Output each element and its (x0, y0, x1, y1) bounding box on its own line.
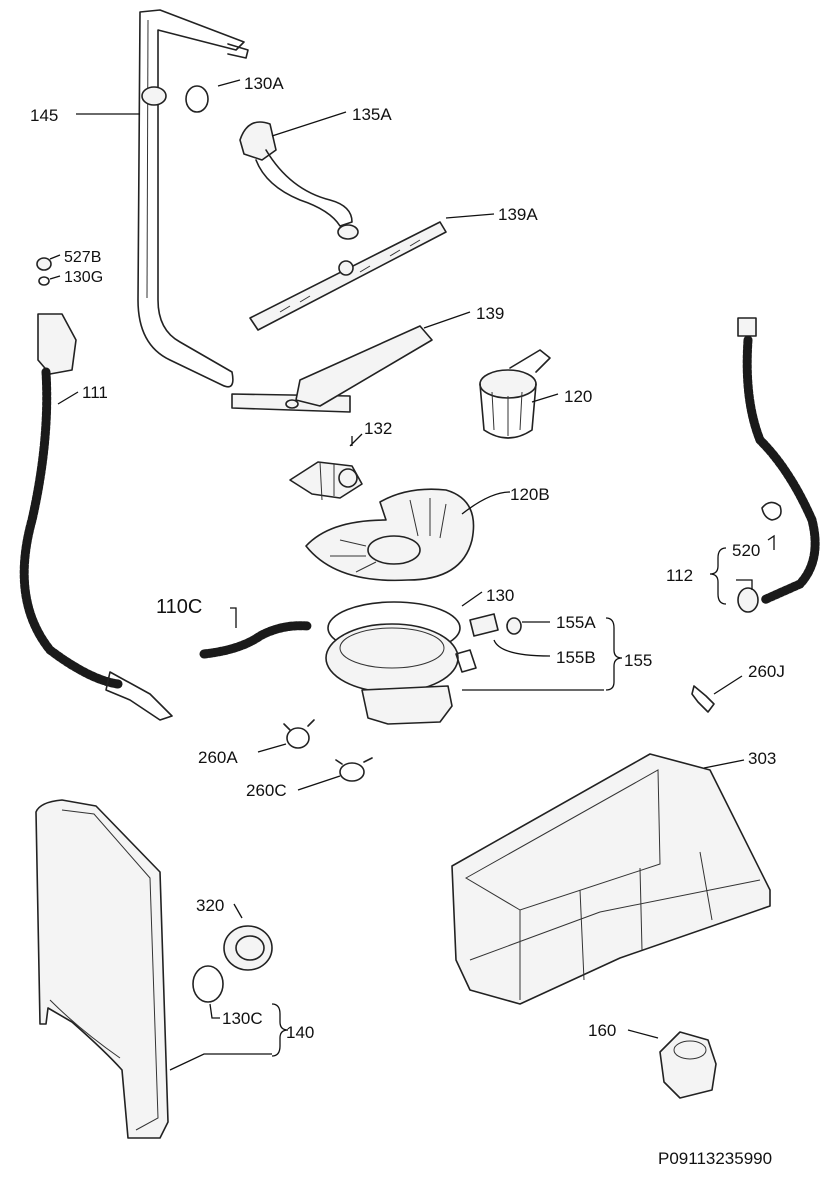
part-527B-130G-cap (36, 257, 52, 286)
label-120B: 120B (510, 485, 550, 504)
part-520-clamp (761, 501, 782, 521)
part-260J-clamp (691, 685, 715, 713)
part-130C-o-ring (192, 965, 224, 1003)
label-111: 111 (82, 383, 108, 402)
part-130A-o-ring (185, 85, 209, 113)
label-155A: 155A (556, 613, 596, 632)
label-320: 320 (196, 896, 224, 915)
label-120: 120 (564, 387, 592, 406)
label-132: 132 (364, 419, 392, 438)
part-160-pump (659, 1031, 717, 1099)
label-303: 303 (748, 749, 776, 768)
part-303-base (451, 753, 771, 1005)
label-155: 155 (624, 651, 652, 670)
label-135A: 135A (352, 105, 392, 124)
label-139: 139 (476, 304, 504, 323)
part-120B-filter-plate (305, 488, 475, 582)
braces (271, 547, 727, 1057)
part-111-hose (19, 313, 173, 721)
label-260A: 260A (198, 748, 238, 767)
part-260C-clamp (335, 757, 373, 782)
label-527B: 527B (64, 249, 101, 266)
part-130-sump-assembly (325, 601, 477, 725)
part-320-seal (223, 925, 273, 971)
part-139A-upper-spray-arm (249, 221, 447, 331)
label-155B: 155B (556, 648, 596, 667)
part-110C-hose (199, 621, 313, 659)
part-112-drain-hose (737, 317, 820, 613)
part-139-lower-spray-arm (231, 325, 433, 413)
label-145: 145 (30, 106, 58, 125)
label-130C: 130C (222, 1009, 263, 1028)
part-120-filter (479, 349, 551, 439)
label-130A: 130A (244, 74, 284, 93)
label-260J: 260J (748, 662, 785, 681)
label-110C: 110C (156, 596, 202, 618)
label-130G: 130G (64, 269, 103, 286)
label-139A: 139A (498, 205, 538, 224)
label-160: 160 (588, 1021, 616, 1040)
part-145-pipe (137, 9, 249, 388)
label-520: 520 (732, 541, 760, 560)
diagram-code: P09113235990 (658, 1149, 772, 1168)
part-132-valve (289, 461, 363, 501)
label-140: 140 (286, 1023, 314, 1042)
part-155A-155B-fittings (469, 613, 522, 637)
label-260C: 260C (246, 781, 287, 800)
part-140-frame (35, 799, 169, 1139)
label-130: 130 (486, 586, 514, 605)
part-260A-clamp (283, 719, 315, 749)
leader-lines (49, 79, 775, 1071)
label-112: 112 (666, 566, 693, 585)
part-135A-arm-supply (239, 121, 359, 240)
